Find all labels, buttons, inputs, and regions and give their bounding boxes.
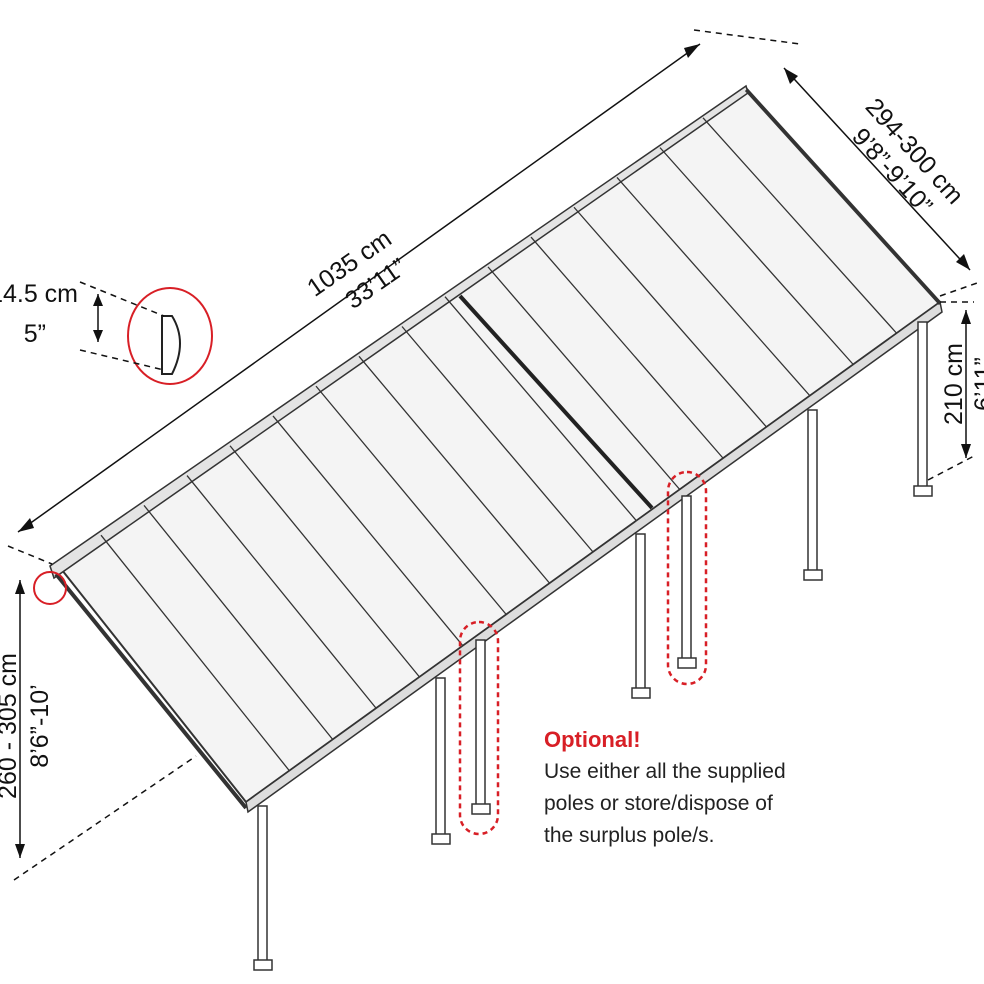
length-ext-left bbox=[7, 545, 53, 565]
gutter-ext-bottom bbox=[79, 349, 165, 371]
panel-divider bbox=[100, 534, 290, 772]
optional-post-callout-1 bbox=[458, 620, 500, 836]
right-edge-beam bbox=[744, 88, 942, 306]
dimension-lines bbox=[7, 29, 981, 881]
gutter-cm-label: 14.5 cm bbox=[0, 280, 78, 308]
length-ext-right bbox=[693, 29, 801, 45]
post-6 bbox=[807, 409, 818, 573]
panel-divider bbox=[659, 147, 854, 365]
width-ext bbox=[939, 281, 981, 297]
width-arrow-top bbox=[784, 68, 798, 84]
post-2 bbox=[435, 677, 446, 837]
gutter-detail-circle bbox=[127, 287, 213, 385]
post-4-foot bbox=[631, 687, 651, 699]
post-3-foot bbox=[471, 803, 491, 815]
post-7 bbox=[917, 321, 928, 491]
post-5-foot bbox=[677, 657, 697, 669]
back-height-arrow-bottom bbox=[15, 844, 25, 858]
length-dim-line bbox=[17, 43, 701, 533]
post-6-foot bbox=[803, 569, 823, 581]
center-rafter bbox=[458, 294, 654, 510]
optional-note-line-2: poles or store/dispose of bbox=[544, 792, 773, 815]
post-3-optional bbox=[475, 639, 486, 807]
panel-divider-lines bbox=[100, 117, 898, 772]
panel-divider bbox=[401, 326, 594, 553]
dimension-arrows bbox=[15, 44, 971, 858]
front-gutter bbox=[245, 300, 943, 814]
panel-divider bbox=[487, 266, 681, 490]
post-7-foot bbox=[913, 485, 933, 497]
panel-divider bbox=[315, 385, 507, 615]
front-height-arrow-top bbox=[961, 310, 971, 324]
length-arrow-right bbox=[684, 44, 700, 58]
panel-divider bbox=[616, 177, 811, 397]
front-height-ft-label: 6’11” bbox=[970, 357, 984, 411]
post-2-foot bbox=[431, 833, 451, 845]
panel-divider bbox=[358, 355, 551, 584]
post-4 bbox=[635, 533, 646, 691]
post-5-optional bbox=[681, 495, 692, 661]
optional-note-line-1: Use either all the supplied bbox=[544, 760, 786, 783]
panel-divider bbox=[530, 236, 724, 459]
panel-divider bbox=[229, 445, 421, 678]
front-height-ext-bottom bbox=[927, 455, 975, 481]
gutter-arrow-top bbox=[93, 294, 103, 306]
optional-note: Optional! Use either all the supplied po… bbox=[544, 724, 824, 852]
length-arrow-left bbox=[18, 518, 34, 532]
optional-post-callout-2 bbox=[666, 470, 708, 686]
panel-divider bbox=[444, 296, 637, 522]
width-arrow-bottom bbox=[956, 254, 970, 270]
left-edge-beam bbox=[54, 572, 248, 810]
panel-divider bbox=[573, 206, 767, 428]
panel-divider bbox=[143, 504, 334, 740]
back-height-ext-bottom bbox=[13, 755, 197, 881]
gutter-ext-top bbox=[79, 281, 165, 317]
gutter-arrow-bottom bbox=[93, 330, 103, 342]
front-height-cm-label: 210 cm bbox=[940, 343, 968, 425]
gutter-profile bbox=[161, 315, 181, 375]
back-height-arrow-top bbox=[15, 580, 25, 594]
back-height-cm-label: 260 - 305 cm bbox=[0, 653, 22, 799]
panel-divider bbox=[702, 117, 898, 334]
panel-divider bbox=[186, 475, 377, 709]
back-height-ft-label: 8’6”-10’ bbox=[26, 684, 54, 767]
front-height-arrow-bottom bbox=[961, 444, 971, 458]
support-posts bbox=[253, 321, 933, 971]
optional-note-title: Optional! bbox=[544, 727, 641, 752]
post-1-foot bbox=[253, 959, 273, 971]
post-1 bbox=[257, 805, 268, 963]
back-corner-detail-circle bbox=[33, 571, 67, 605]
width-dim-line bbox=[783, 67, 971, 271]
gutter-in-label: 5” bbox=[24, 320, 46, 348]
optional-note-line-3: the surplus pole/s. bbox=[544, 824, 715, 847]
panel-divider bbox=[272, 415, 464, 647]
